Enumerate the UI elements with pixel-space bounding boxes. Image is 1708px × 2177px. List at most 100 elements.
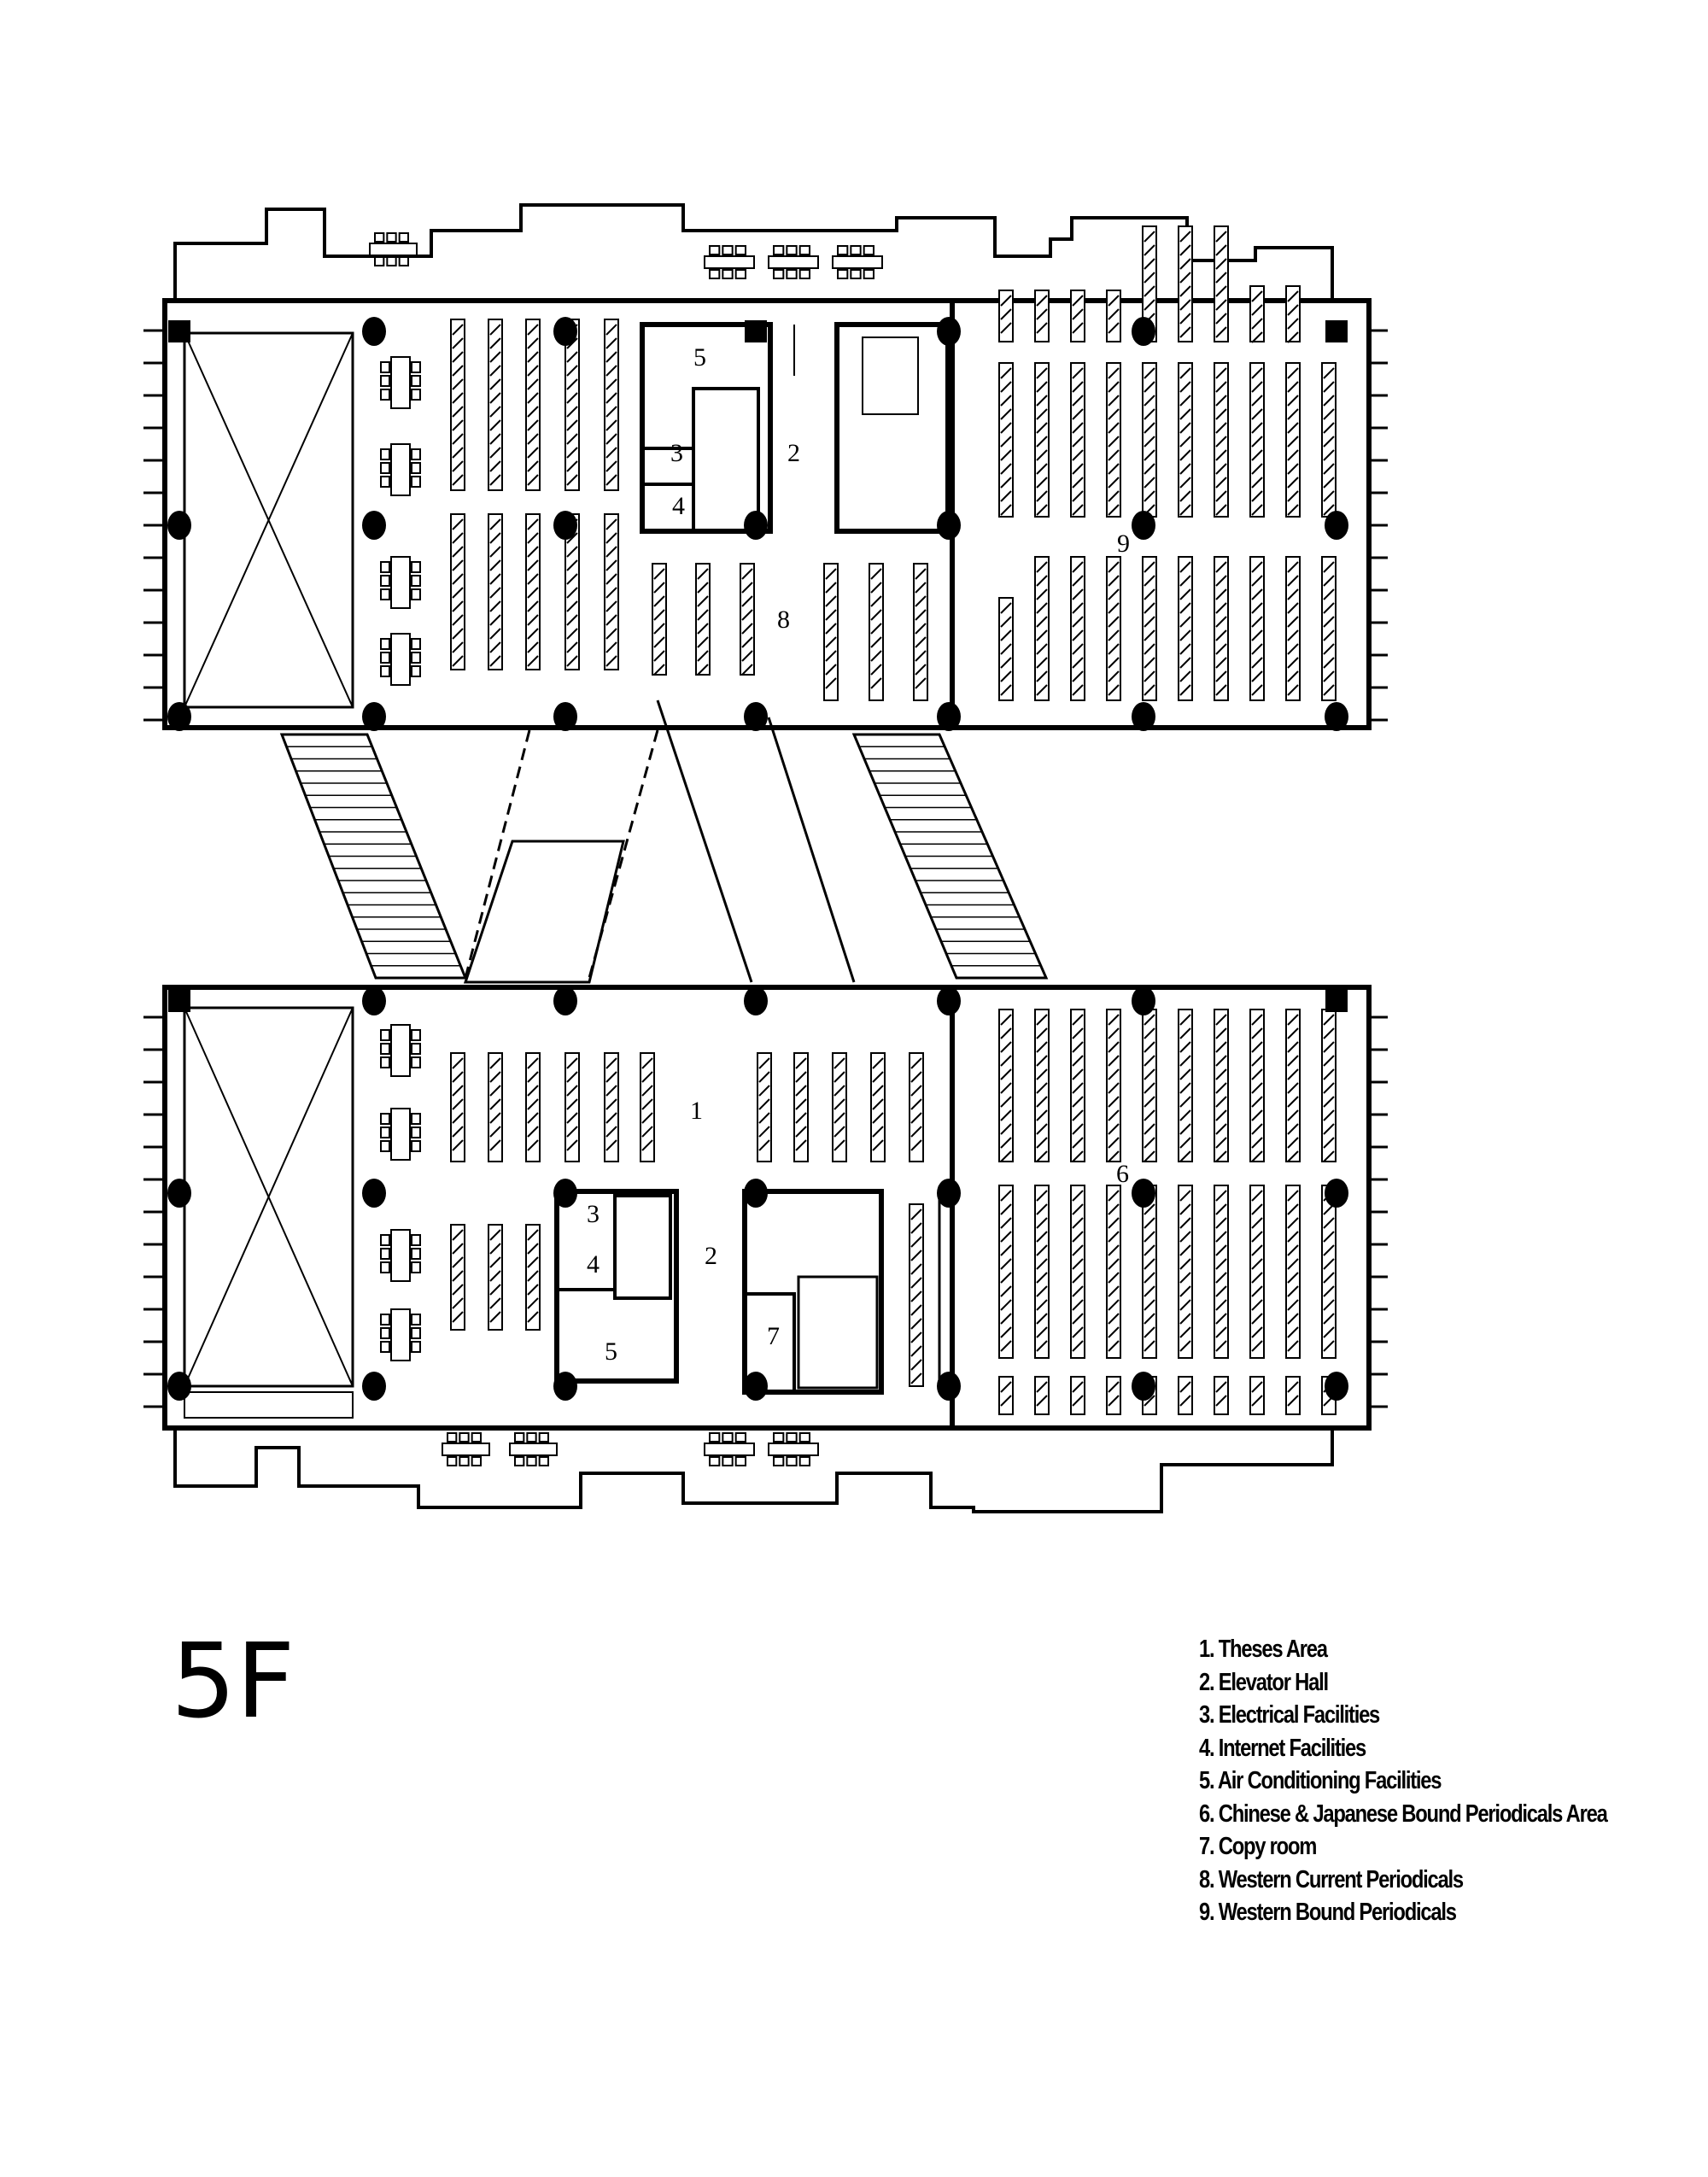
shelf-hatch	[1179, 326, 1191, 338]
shelf-hatch	[1287, 290, 1299, 302]
shelf-hatch	[870, 636, 882, 648]
shelf-hatch	[1251, 490, 1263, 502]
shelf-hatch	[1144, 436, 1155, 448]
shelf-hatch	[1251, 657, 1263, 669]
shelf-hatch	[1179, 463, 1191, 475]
bookshelf	[1034, 290, 1050, 342]
shelf-hatch	[1108, 1123, 1120, 1135]
shelf-hatch	[1000, 1150, 1012, 1162]
shelf-hatch	[641, 1126, 653, 1138]
shelf-hatch	[489, 419, 501, 431]
shelf-hatch	[1323, 1258, 1335, 1270]
shelf-hatch	[1215, 1123, 1227, 1135]
shelf-hatch	[1215, 299, 1227, 311]
shelf-hatch	[605, 365, 617, 377]
bookshelf	[1070, 1009, 1085, 1162]
shelf-hatch	[1215, 463, 1227, 475]
reading-table	[390, 1229, 411, 1282]
chair	[380, 652, 390, 664]
shelf-hatch	[452, 460, 464, 472]
shelf-hatch	[910, 1249, 922, 1261]
chair	[411, 1056, 421, 1068]
shelf-hatch	[452, 474, 464, 486]
reading-table	[509, 1443, 558, 1456]
shelf-hatch	[1036, 367, 1048, 379]
shelf-hatch	[1072, 436, 1084, 448]
shelf-hatch	[1144, 616, 1155, 628]
shelf-hatch	[1215, 258, 1227, 270]
shelf-hatch	[1323, 1055, 1335, 1067]
shelf-hatch	[872, 1112, 884, 1124]
shelf-hatch	[1251, 1190, 1263, 1202]
structural-column	[167, 511, 191, 540]
shelf-hatch	[1108, 643, 1120, 655]
shelf-hatch	[1323, 1299, 1335, 1311]
shelf-hatch	[605, 1112, 617, 1124]
shelf-hatch	[1072, 1299, 1084, 1311]
shelf-hatch	[1179, 1395, 1191, 1407]
shelf-hatch	[1108, 670, 1120, 682]
shelf-hatch	[1144, 1244, 1155, 1256]
shelf-hatch	[452, 1297, 464, 1309]
shelf-hatch	[1144, 463, 1155, 475]
shelf-hatch	[1251, 575, 1263, 587]
shelf-hatch	[1000, 643, 1012, 655]
shelf-hatch	[527, 1085, 539, 1097]
shelf-hatch	[653, 623, 665, 635]
shelf-hatch	[1287, 449, 1299, 461]
shelf-hatch	[1323, 367, 1335, 379]
structural-column	[1132, 702, 1155, 731]
shelf-hatch	[1287, 657, 1299, 669]
shelf-hatch	[1179, 272, 1191, 284]
chair	[380, 638, 390, 650]
chair	[380, 1113, 390, 1125]
shelf-hatch	[566, 392, 578, 404]
shelf-hatch	[1215, 504, 1227, 516]
legend-item: 2. Elevator Hall	[1199, 1668, 1329, 1696]
shelf-hatch	[1108, 463, 1120, 475]
shelf-hatch	[452, 447, 464, 459]
legend-item: 5. Air Conditioning Facilities	[1199, 1767, 1442, 1794]
chair	[798, 1456, 811, 1466]
shelf-hatch	[1144, 285, 1155, 297]
shelf-hatch	[1108, 1272, 1120, 1284]
chair	[411, 575, 421, 587]
shelf-hatch	[1323, 504, 1335, 516]
shelf-hatch	[605, 587, 617, 599]
room-label-8: 8	[777, 606, 790, 634]
shelf-hatch	[489, 1071, 501, 1083]
legend-item: 7. Copy room	[1199, 1833, 1317, 1860]
shelf-hatch	[1287, 1258, 1299, 1270]
shelf-hatch	[605, 1085, 617, 1097]
chair	[734, 1432, 747, 1443]
shelf-hatch	[825, 609, 837, 621]
shelf-hatch	[641, 1071, 653, 1083]
shelf-hatch	[1323, 422, 1335, 434]
shelf-hatch	[1215, 1217, 1227, 1229]
shelf-hatch	[795, 1085, 807, 1097]
shelf-hatch	[1323, 616, 1335, 628]
shelf-hatch	[1072, 367, 1084, 379]
structural-column	[1132, 317, 1155, 346]
bookshelf	[913, 563, 928, 701]
shelf-hatch	[605, 460, 617, 472]
shelf-hatch	[910, 1331, 922, 1343]
structural-column	[744, 511, 768, 540]
shelf-hatch	[566, 337, 578, 349]
reading-table	[390, 1108, 411, 1161]
shelf-hatch	[1036, 1313, 1048, 1325]
shelf-hatch	[1144, 1082, 1155, 1094]
bookshelf	[1178, 1009, 1193, 1162]
shelf-hatch	[1072, 449, 1084, 461]
shelf-hatch	[1072, 1313, 1084, 1325]
shelf-hatch	[489, 1112, 501, 1124]
shelf-hatch	[1000, 1014, 1012, 1026]
shelf-hatch	[1036, 629, 1048, 641]
shelf-hatch	[1144, 588, 1155, 600]
shelf-hatch	[1179, 1340, 1191, 1352]
shelf-hatch	[1215, 1244, 1227, 1256]
shelf-hatch	[489, 573, 501, 585]
shelf-hatch	[1179, 1150, 1191, 1162]
shelf-hatch	[1215, 575, 1227, 587]
shelf-hatch	[1144, 1272, 1155, 1284]
